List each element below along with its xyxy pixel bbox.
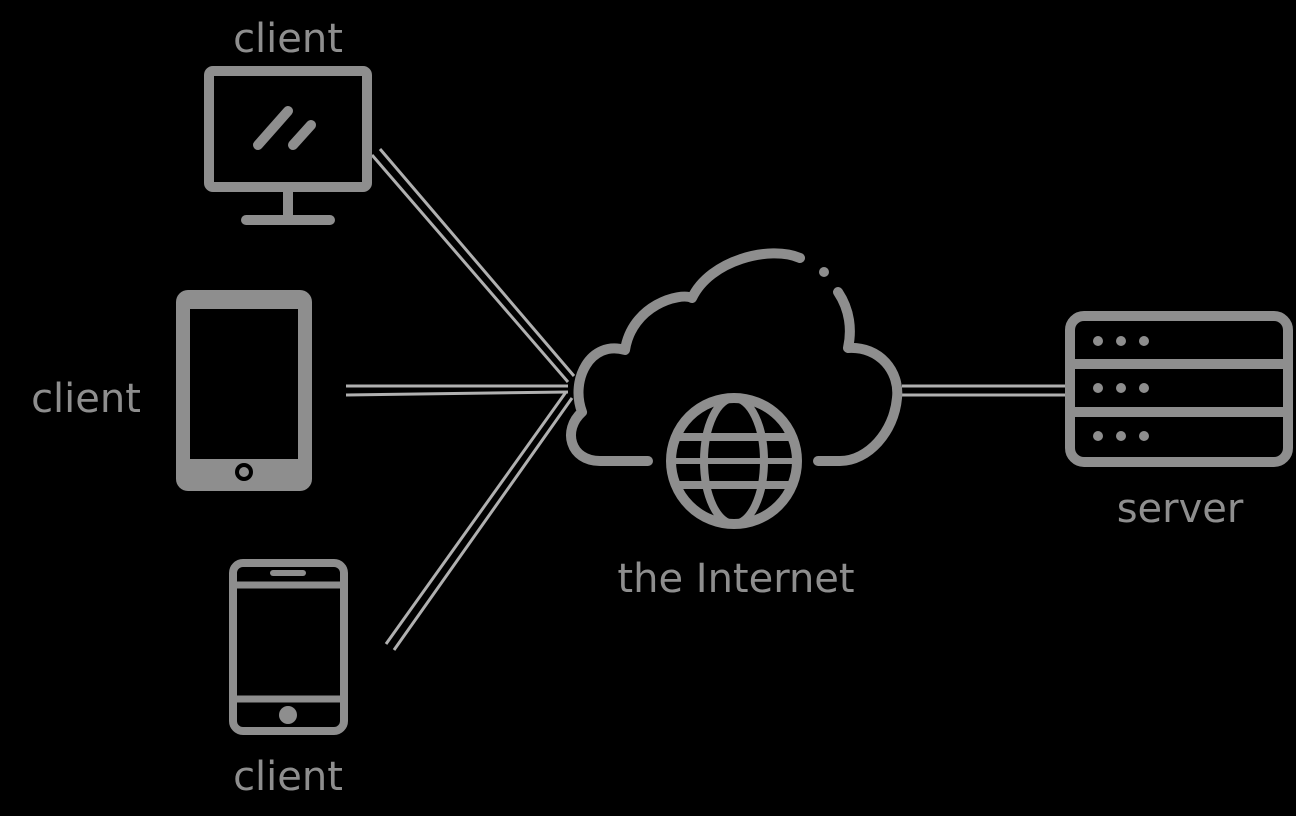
cloud-icon bbox=[566, 248, 903, 466]
connector-phone-to-internet bbox=[384, 391, 574, 651]
tablet-icon bbox=[176, 290, 312, 491]
desktop-monitor-icon bbox=[204, 66, 372, 225]
label-internet: the Internet bbox=[617, 556, 854, 602]
server-rack-icon bbox=[1065, 311, 1293, 467]
connector-internet-to-server bbox=[902, 384, 1068, 397]
globe-icon bbox=[666, 393, 802, 529]
label-client-bottom: client bbox=[233, 754, 343, 800]
smartphone-icon bbox=[229, 559, 348, 735]
label-client-middle: client bbox=[31, 376, 141, 422]
label-client-top: client bbox=[233, 16, 343, 62]
connector-tablet-to-internet bbox=[345, 384, 569, 397]
connector-desktop-to-internet bbox=[370, 148, 576, 383]
label-server: server bbox=[1117, 486, 1244, 532]
